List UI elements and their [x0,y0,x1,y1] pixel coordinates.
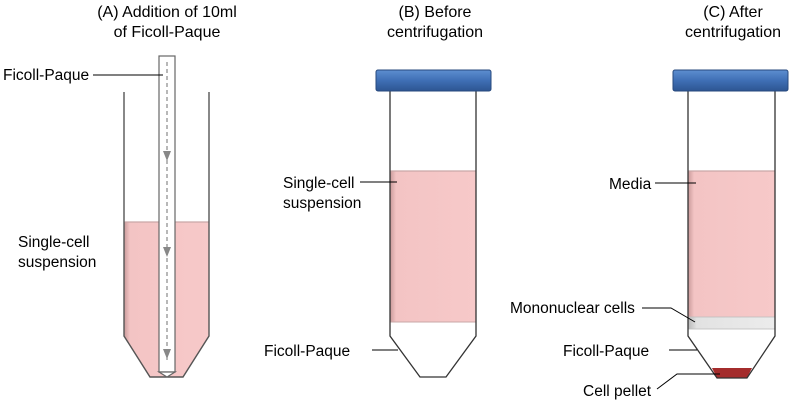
panel-a: (A) Addition of 10ml of Ficoll-Paque Fic… [3,4,237,378]
label-b-suspension-line2: suspension [283,195,361,212]
tube-c-mononuclear-layer [687,316,776,330]
tube-c-cap [672,69,789,92]
tube-c-media [688,171,775,317]
label-c-media: Media [609,176,652,193]
panel-b-title-line2: centrifugation [387,24,483,41]
pipette [156,55,178,378]
panel-b-title-line1: (B) Before [399,4,472,21]
tube-c-outline [687,90,776,379]
label-a-ficoll-paque: Ficoll-Paque [3,67,89,84]
label-c-cell-pellet: Cell pellet [583,383,652,400]
panel-a-title-line2: of Ficoll-Paque [114,24,221,41]
panel-c-title-line1: (C) After [703,4,763,21]
label-a-suspension-line1: Single-cell [18,234,90,251]
flow-arrow-icon [163,349,171,359]
panel-b: (B) Before centrifugation Single-cell su… [264,4,492,378]
panel-c: (C) After centrifugation Media Mononucle… [510,4,789,400]
tube-b-suspension [390,171,476,322]
panel-c-title-line2: centrifugation [685,24,781,41]
label-a-suspension-line2: suspension [18,254,96,271]
flow-arrow-icon [163,151,171,161]
tube-b-cap [375,69,492,92]
tube-b-outline [389,90,477,378]
label-b-ficoll-paque: Ficoll-Paque [264,343,350,360]
label-c-ficoll-paque: Ficoll-Paque [563,343,649,360]
panel-a-title-line1: (A) Addition of 10ml [97,4,237,21]
label-c-mononuclear-cells: Mononuclear cells [510,300,635,317]
flow-arrow-icon [163,247,171,257]
label-b-suspension-line1: Single-cell [283,175,355,192]
tube-c-cell-pellet [712,368,752,378]
